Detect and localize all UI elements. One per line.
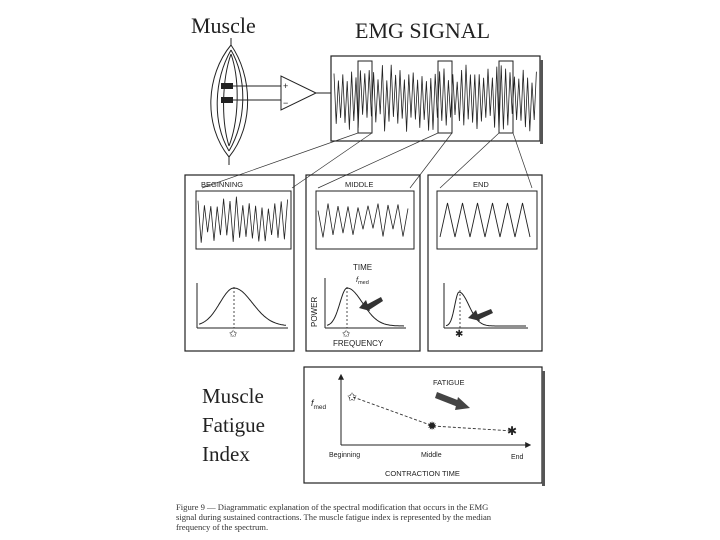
electrode-top xyxy=(221,83,233,89)
caption-line-3: frequency of the spectrum. xyxy=(176,522,269,533)
emg-window-end xyxy=(498,60,514,134)
beginning-fmed-marker: ✩ xyxy=(229,329,238,340)
time-label: TIME xyxy=(353,263,372,272)
panel-label-end: END xyxy=(473,180,489,189)
fatigue-trend-line xyxy=(352,396,514,432)
x-tick-middle: Middle xyxy=(421,452,442,459)
fatigue-chart-shadow xyxy=(542,371,545,486)
caption-line-1: Figure 9 — Diagrammatic explanation of t… xyxy=(176,502,489,512)
electrode-bottom xyxy=(221,97,233,103)
muscle-title: Muscle xyxy=(191,13,256,38)
amplifier-minus: − xyxy=(283,98,288,108)
x-tick-beginning: Beginning xyxy=(329,452,360,459)
emg-window-middle xyxy=(437,60,453,134)
fatigue-chart-y-label: fmed xyxy=(311,398,327,411)
beginning-signal-box xyxy=(195,190,292,250)
middle-signal-trace xyxy=(317,203,409,238)
beginning-power-spectrum xyxy=(198,287,287,326)
panel-label-beginning: BEGINNING xyxy=(201,180,243,189)
fatigue-index-line-2: Fatigue xyxy=(202,413,265,437)
figure-caption: Figure 9 — Diagrammatic explanation of t… xyxy=(176,502,576,533)
amplifier-plus: + xyxy=(283,81,288,91)
emg-window-beginning xyxy=(357,60,373,134)
fatigue-label: FATIGUE xyxy=(433,378,465,387)
beginning-signal-trace xyxy=(197,196,288,243)
fatigue-point-end: ✱ xyxy=(507,424,517,438)
end-shift-arrow xyxy=(476,309,493,320)
fatigue-point-middle: ✹ xyxy=(427,419,437,433)
middle-shift-arrowhead xyxy=(359,300,370,311)
panel-label-middle: MIDDLE xyxy=(345,180,373,189)
end-power-spectrum xyxy=(445,291,526,327)
middle-shift-arrow xyxy=(366,297,383,310)
emg-signal-trace xyxy=(333,64,537,132)
end-signal-trace xyxy=(439,202,531,238)
fatigue-arrowhead xyxy=(455,397,470,410)
caption-line-2: signal during sustained contractions. Th… xyxy=(176,512,492,523)
fatigue-chart-box xyxy=(303,366,543,484)
fatigue-arrow xyxy=(435,392,460,407)
end-shift-arrowhead xyxy=(468,310,480,321)
fatigue-point-beginning: ✩ xyxy=(347,390,357,404)
fmed-label-middle: fmed xyxy=(356,275,369,286)
middle-fmed-marker: ✩ xyxy=(342,329,351,340)
emg-signal-title: EMG SIGNAL xyxy=(355,18,490,43)
panels-frame xyxy=(184,174,543,352)
contraction-time-label: CONTRACTION TIME xyxy=(385,469,460,478)
fatigue-index-line-3: Index xyxy=(202,442,250,466)
end-signal-box xyxy=(436,190,538,250)
zoom-lines xyxy=(201,132,533,189)
fatigue-index-line-1: Muscle xyxy=(202,384,264,408)
power-axis-label: POWER xyxy=(310,297,319,327)
end-fmed-marker: ✱ xyxy=(455,329,463,340)
emg-box-shadow xyxy=(540,60,543,144)
amplifier-symbol xyxy=(280,75,318,111)
x-tick-end: End xyxy=(511,454,524,461)
frequency-axis-label: FREQUENCY xyxy=(333,339,384,348)
